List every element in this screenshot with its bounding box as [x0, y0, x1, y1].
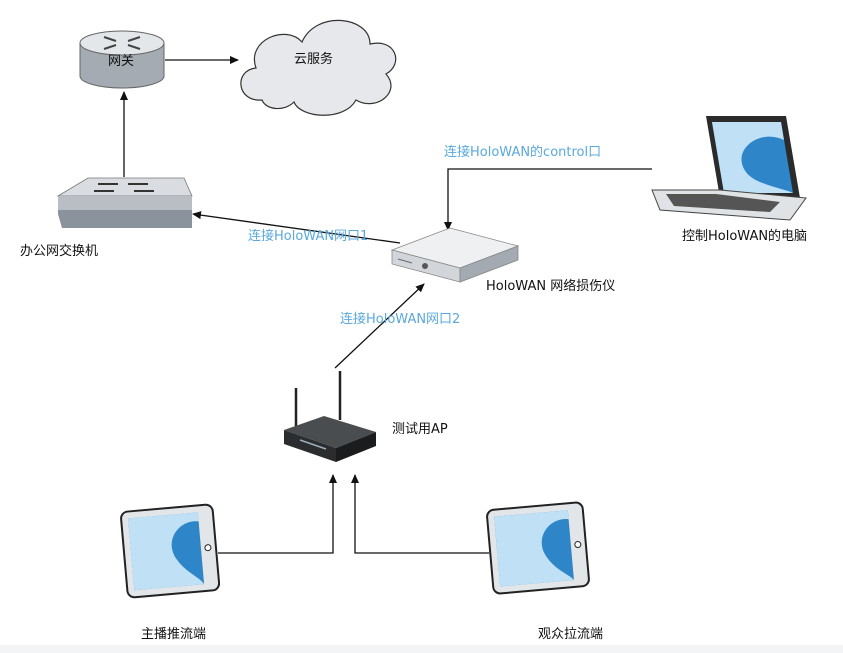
office-switch-label: 办公网交换机: [20, 244, 99, 259]
test-ap-label: 测试用AP: [392, 422, 448, 437]
holowan-label: HoloWAN 网络损伤仪: [486, 279, 616, 294]
streamer-to-ap-line: [218, 474, 337, 554]
cloud-label: 云服务: [294, 52, 334, 67]
control-laptop-icon: [651, 116, 807, 221]
holowan-to-switch-line: [192, 211, 401, 244]
office-switch-icon: [56, 177, 193, 228]
gateway-router-icon: [79, 30, 165, 89]
bottom-strip: [0, 645, 843, 653]
holowan-device-icon: [390, 227, 520, 283]
control-port-link-label: 连接HoloWAN的control口: [444, 145, 602, 160]
port1-link-label: 连接HoloWAN网口1: [248, 229, 369, 244]
streamer-tablet-icon: [120, 503, 221, 599]
ap-to-holowan-line: [334, 283, 425, 369]
port2-link-label: 连接HoloWAN网口2: [340, 312, 461, 327]
connector-lines: [120, 56, 652, 554]
control-pc-label: 控制HoloWAN的电脑: [682, 229, 808, 244]
streamer-label: 主播推流端: [141, 627, 207, 642]
viewer-label: 观众拉流端: [538, 627, 604, 642]
pc-to-holowan-control-line: [444, 168, 652, 231]
cloud-icon: [240, 19, 397, 116]
test-ap-router-icon: [284, 371, 376, 462]
viewer-tablet-icon: [486, 501, 590, 595]
viewer-to-ap-line: [351, 474, 489, 554]
gateway-label: 网关: [108, 54, 135, 69]
